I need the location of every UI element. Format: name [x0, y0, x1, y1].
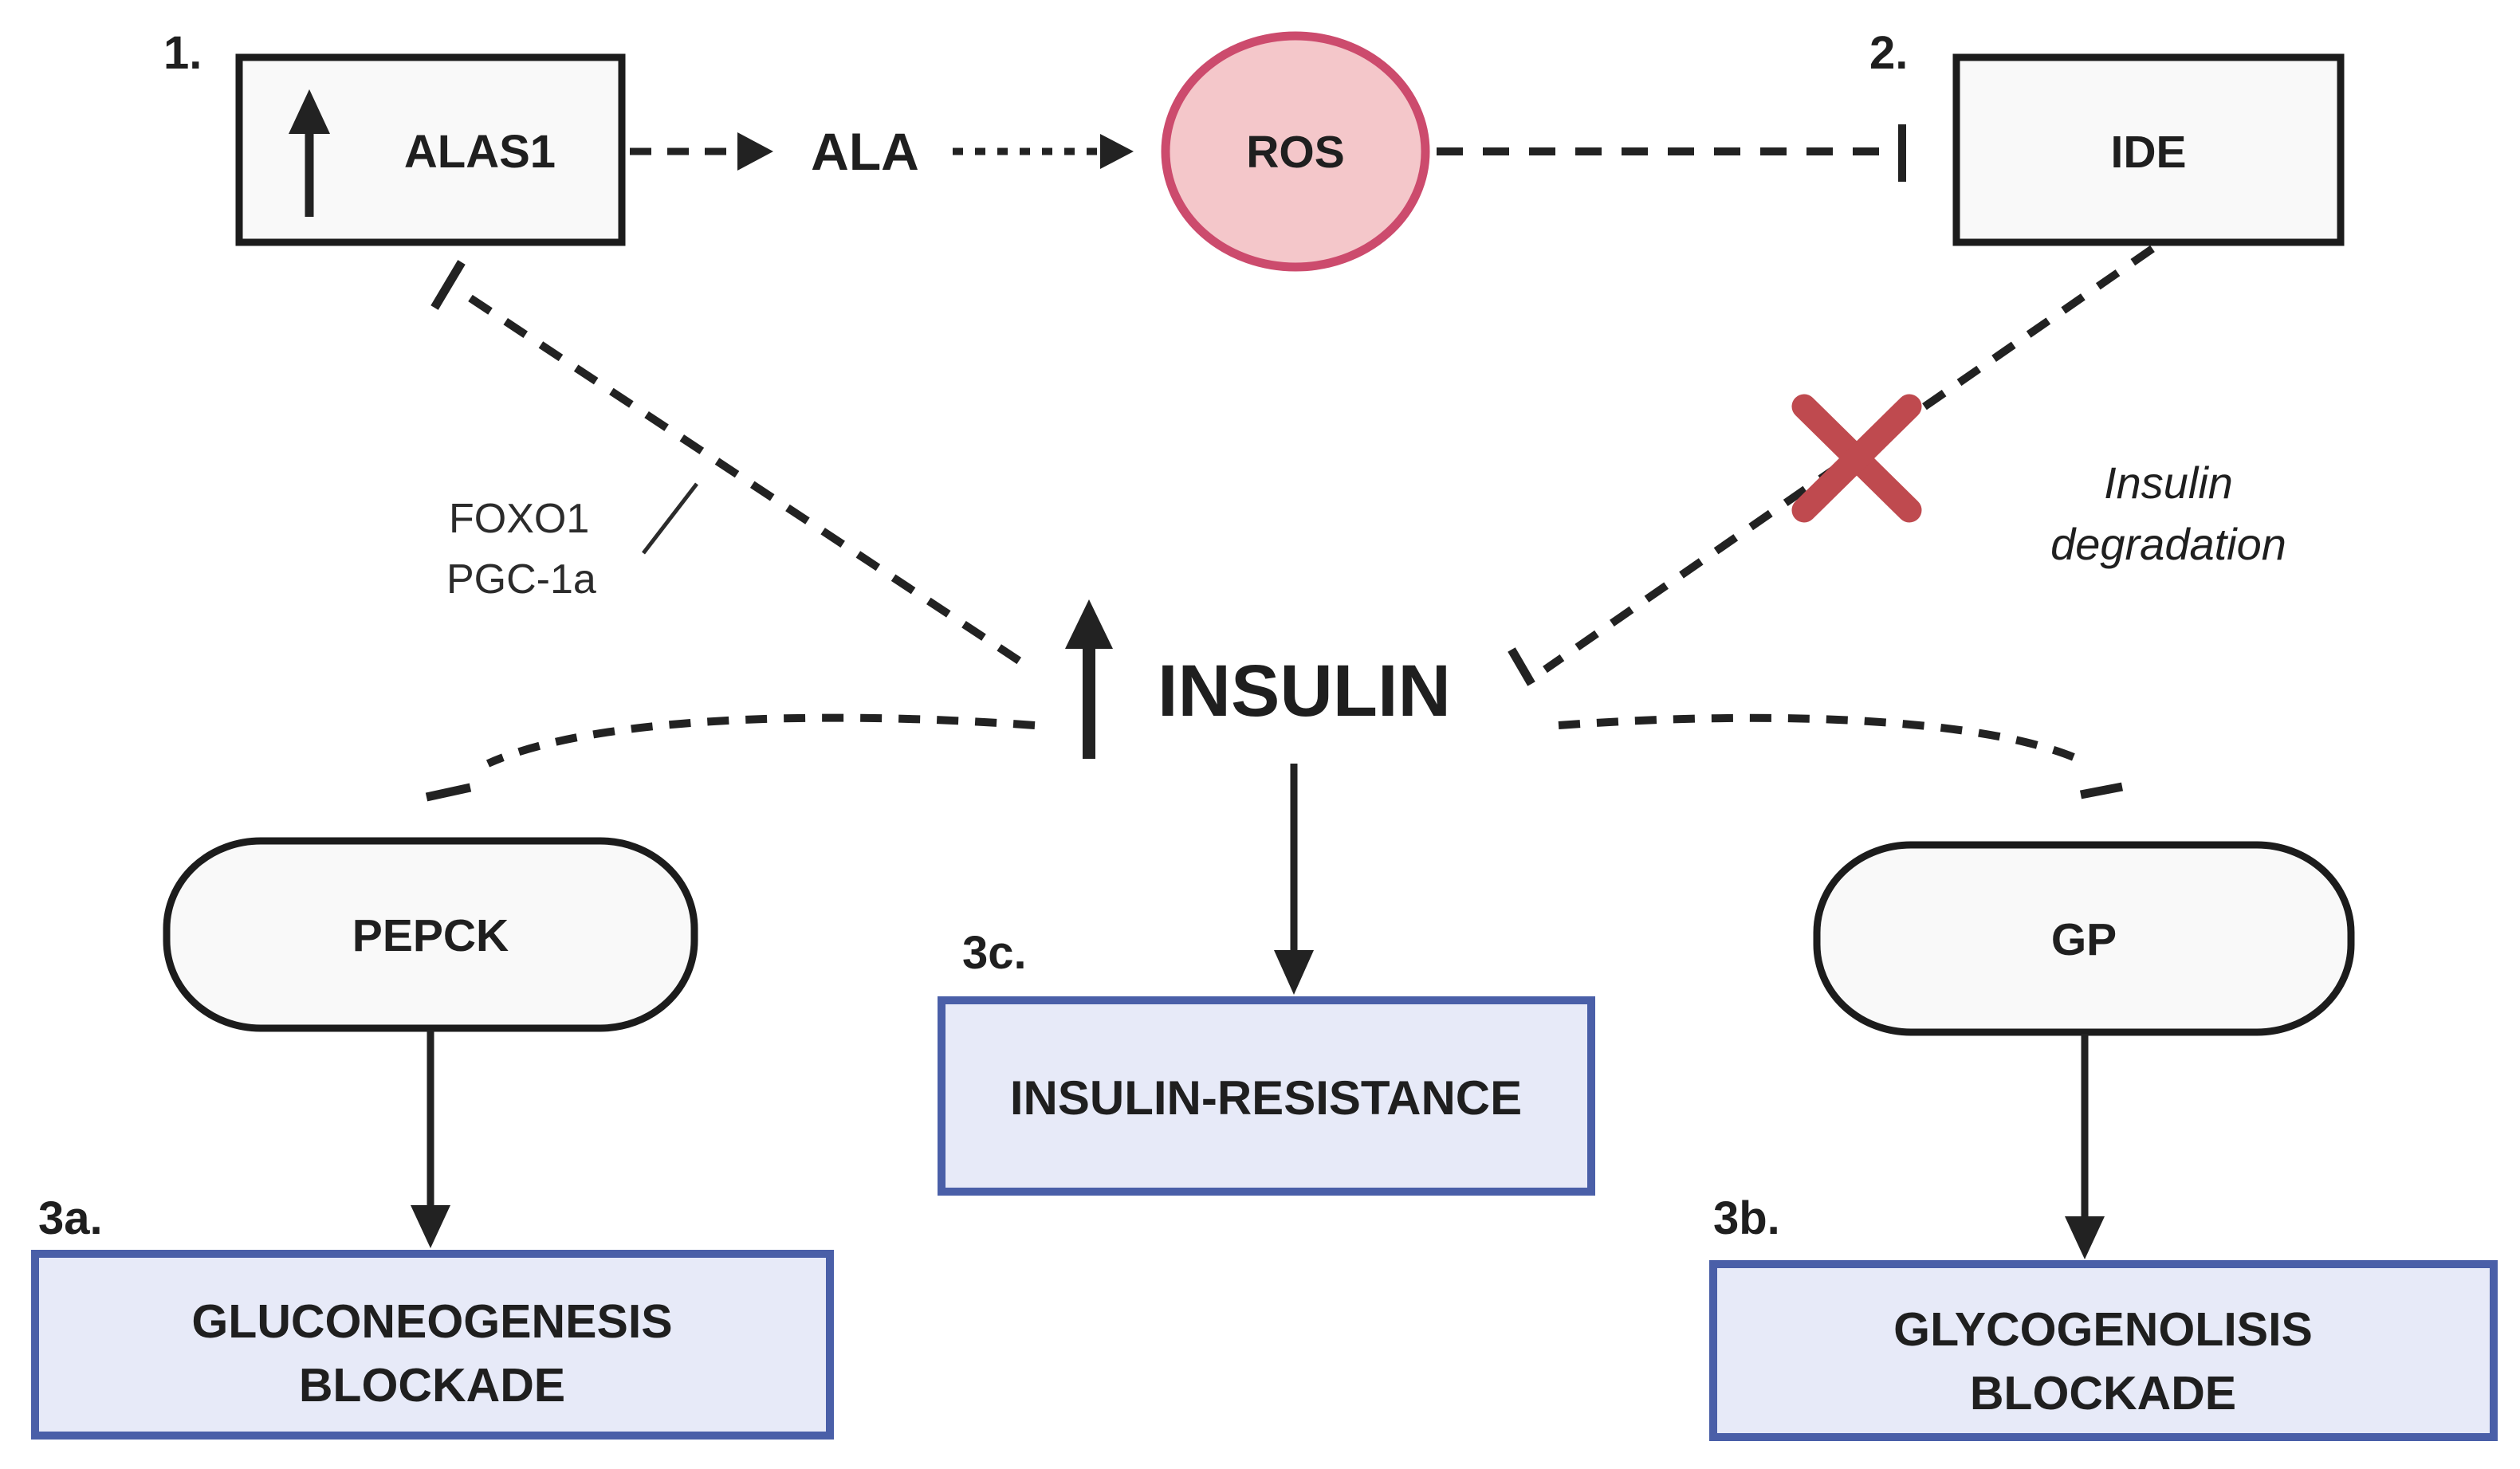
inhibit-insulin-to-alas1 [430, 260, 1032, 672]
ros-node: ROS [1161, 31, 1430, 272]
inhibit-insulin-to-pepck [425, 713, 1036, 802]
gluconeogenesis-blockade-box [31, 1250, 834, 1440]
step-3a-label: 3a. [38, 1192, 103, 1244]
ide-label: IDE [2110, 127, 2186, 178]
inhibit-insulin-to-gp [1558, 713, 2124, 799]
inhibit-ide-to-insulin [1508, 245, 2155, 686]
arrowhead-icon [2065, 1216, 2105, 1259]
t-bar-icon [425, 783, 472, 802]
arrow-alas1-to-ala [630, 132, 773, 171]
pgc1a-label: PGC-1a [446, 556, 596, 603]
alas1-label: ALAS1 [404, 126, 556, 178]
foxo1-label: FOXO1 [449, 496, 589, 542]
pepck-box [163, 837, 698, 1032]
step-3c-label: 3c. [962, 927, 1027, 979]
insulin-resistance-label: INSULIN-RESISTANCE [1010, 1071, 1522, 1125]
arrowhead-icon [411, 1205, 450, 1248]
arrowhead-icon [1274, 950, 1314, 995]
glycogenolisis-blockade-node: GLYCOGENOLISIS BLOCKADE [1709, 1260, 2498, 1441]
arrowhead-icon [1100, 134, 1134, 169]
step-1-label: 1. [163, 27, 202, 79]
gp-label: GP [2051, 914, 2117, 965]
arrow-ala-to-ros [953, 134, 1134, 169]
up-arrow-icon [1065, 599, 1113, 759]
pointer-line [642, 482, 698, 555]
alas1-box [235, 53, 626, 246]
gp-node: GP [1813, 841, 2355, 1036]
gluconeogenesis-blockade-node: GLUCONEOGENESIS BLOCKADE [31, 1250, 834, 1440]
t-bar-icon [2079, 782, 2124, 799]
glycogenolisis-blockade-box [1709, 1260, 2498, 1441]
t-bar-icon [430, 260, 466, 310]
insulin-resistance-box [938, 996, 1595, 1196]
ala-label: ALA [811, 122, 919, 181]
t-bar-icon [1508, 647, 1535, 686]
ide-box [1952, 53, 2345, 246]
up-arrow-icon [289, 89, 330, 217]
insulin-label: INSULIN [1158, 650, 1451, 732]
glycogenolisis-line1: GLYCOGENOLISIS [1893, 1303, 2313, 1356]
glycogenolisis-line2: BLOCKADE [1970, 1367, 2236, 1420]
alas1-node: ALAS1 [235, 53, 626, 246]
arrowhead-icon [737, 132, 773, 171]
insulin-degradation-line1: Insulin [2104, 458, 2233, 508]
red-cross-icon [1791, 394, 1922, 523]
ros-circle [1161, 31, 1430, 272]
arrow-pepck-to-gluconeogenesis [411, 1030, 450, 1248]
gluconeogenesis-line2: BLOCKADE [299, 1359, 565, 1412]
ide-node: IDE [1952, 53, 2345, 246]
gp-box [1813, 841, 2355, 1036]
step-3b-label: 3b. [1713, 1192, 1780, 1244]
pepck-node: PEPCK [163, 837, 698, 1032]
arrow-insulin-to-resistance [1274, 764, 1314, 995]
insulin-resistance-node: INSULIN-RESISTANCE [938, 996, 1595, 1196]
inhibit-ros-to-ide [1437, 124, 1906, 182]
insulin-degradation-annotation: Insulin degradation [2050, 458, 2286, 569]
arrow-gp-to-glycogenolisis [2065, 1034, 2105, 1259]
insulin-degradation-line2: degradation [2050, 519, 2286, 569]
gluconeogenesis-line1: GLUCONEOGENESIS [191, 1295, 672, 1348]
pepck-label: PEPCK [352, 910, 509, 961]
ros-label: ROS [1246, 127, 1345, 178]
step-2-label: 2. [1869, 27, 1908, 79]
insulin-node: INSULIN [1065, 599, 1451, 759]
foxo1-pgc1a-annotation: FOXO1 PGC-1a [446, 482, 698, 603]
